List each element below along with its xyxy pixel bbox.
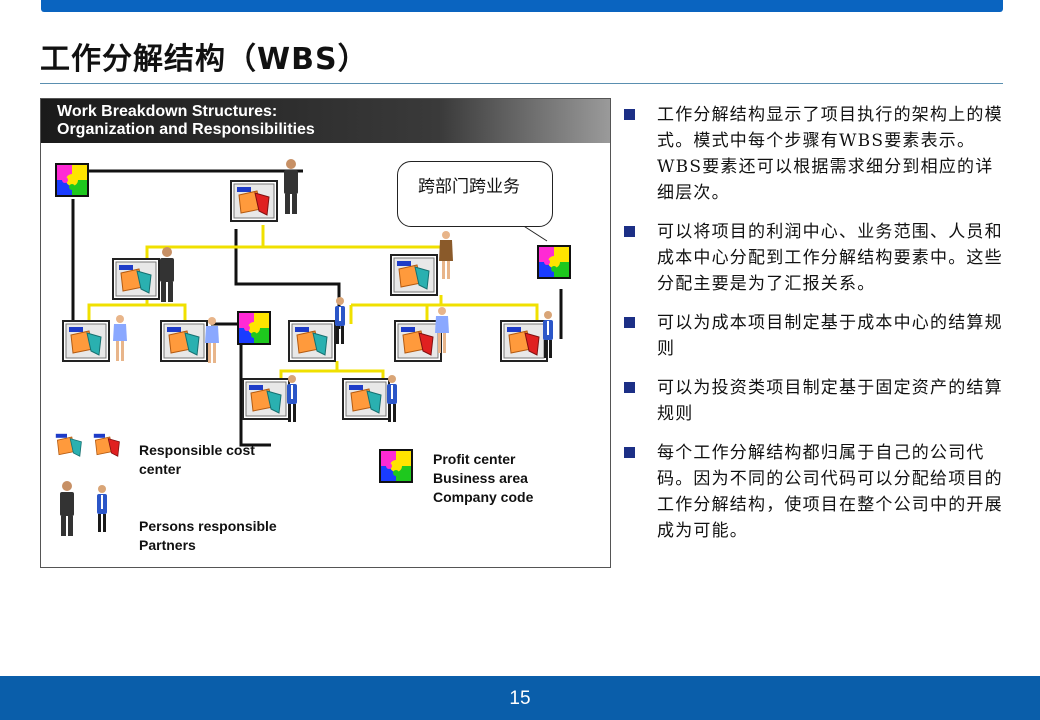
legend-persons: Persons responsible Partners <box>139 517 277 555</box>
bullet-square-icon <box>624 226 635 237</box>
bullet-text: 每个工作分解结构都归属于自己的公司代码。因为不同的公司代码可以分配给项目的工作分… <box>657 443 1003 541</box>
bullet-square-icon <box>624 109 635 120</box>
bullet-square-icon <box>624 317 635 328</box>
wbs-node-right <box>390 254 438 296</box>
wbs-node-l3-3 <box>288 320 336 362</box>
legend-cost-center-red-icon <box>93 433 120 457</box>
title-divider <box>40 83 1003 84</box>
cross-department-callout: 跨部门跨业务 <box>397 161 553 227</box>
person-woman-icon <box>113 315 127 361</box>
figure-header-line-1: Work Breakdown Structures: <box>57 103 278 120</box>
legend-cost-center-teal-icon <box>55 433 82 457</box>
bullet-item: 工作分解结构显示了项目执行的架构上的模式。模式中每个步骤有WBS要素表示。WBS… <box>620 102 1005 206</box>
legend-profit-center-line-2: Business area <box>433 470 528 486</box>
legend-profit-center-line-1: Profit center <box>433 451 516 467</box>
profit-center-icon <box>537 245 571 279</box>
bullet-item: 可以为成本项目制定基于成本中心的结算规则 <box>620 310 1005 362</box>
figure-header-line-2: Organization and Responsibilities <box>57 121 315 138</box>
page-number: 15 <box>509 688 531 709</box>
legend-cost-center: Responsible cost center <box>139 441 255 479</box>
bullet-square-icon <box>624 382 635 393</box>
wbs-node-top <box>230 180 278 222</box>
wbs-node-l3-2 <box>160 320 208 362</box>
legend-persons-line-1: Persons responsible <box>139 518 277 534</box>
figure-header: Work Breakdown Structures: Organization … <box>41 99 610 143</box>
profit-center-icon <box>55 163 89 197</box>
bullet-list: 工作分解结构显示了项目执行的架构上的模式。模式中每个步骤有WBS要素表示。WBS… <box>620 102 1005 557</box>
top-accent-bar <box>41 0 1003 12</box>
legend-person-suit-icon <box>60 481 74 536</box>
legend-cost-center-line-2: center <box>139 461 182 477</box>
bullet-text: 可以将项目的利润中心、业务范围、人员和成本中心分配到工作分解结构要素中。这些分配… <box>657 222 1003 294</box>
person-man-icon <box>335 297 345 344</box>
bullet-text: 可以为投资类项目制定基于固定资产的结算规则 <box>657 378 1003 424</box>
legend-profit-center-line-3: Company code <box>433 489 534 505</box>
person-woman-icon <box>439 231 453 279</box>
bullet-item: 可以为投资类项目制定基于固定资产的结算规则 <box>620 375 1005 427</box>
page-title: 工作分解结构（WBS） <box>40 42 369 77</box>
bullet-square-icon <box>624 447 635 458</box>
person-suit-icon <box>284 159 298 214</box>
legend-person-man-icon <box>97 485 107 532</box>
wbs-node-l3-4 <box>394 320 442 362</box>
bullet-item: 每个工作分解结构都归属于自己的公司代码。因为不同的公司代码可以分配给项目的工作分… <box>620 440 1005 544</box>
person-suit-icon <box>160 247 174 302</box>
wbs-node-l3-5 <box>500 320 548 362</box>
wbs-node-l3-1 <box>62 320 110 362</box>
wbs-node-left <box>112 258 160 300</box>
legend-persons-line-2: Partners <box>139 537 196 553</box>
wbs-node-l4-1 <box>242 378 290 420</box>
legend-profit-center: Profit center Business area Company code <box>433 450 533 507</box>
footer-bar: 15 <box>0 676 1040 720</box>
wbs-hierarchy-diagram <box>55 159 571 536</box>
wbs-node-l4-2 <box>342 378 390 420</box>
bullet-text: 可以为成本项目制定基于成本中心的结算规则 <box>657 313 1003 359</box>
wbs-figure: Work Breakdown Structures: Organization … <box>40 98 611 568</box>
legend-cost-center-line-1: Responsible cost <box>139 442 255 458</box>
legend-profit-center-icon <box>379 449 413 483</box>
bullet-item: 可以将项目的利润中心、业务范围、人员和成本中心分配到工作分解结构要素中。这些分配… <box>620 219 1005 297</box>
bullet-text: 工作分解结构显示了项目执行的架构上的模式。模式中每个步骤有WBS要素表示。WBS… <box>657 105 1003 203</box>
callout-text: 跨部门跨业务 <box>418 177 520 197</box>
profit-center-icon <box>237 311 271 345</box>
